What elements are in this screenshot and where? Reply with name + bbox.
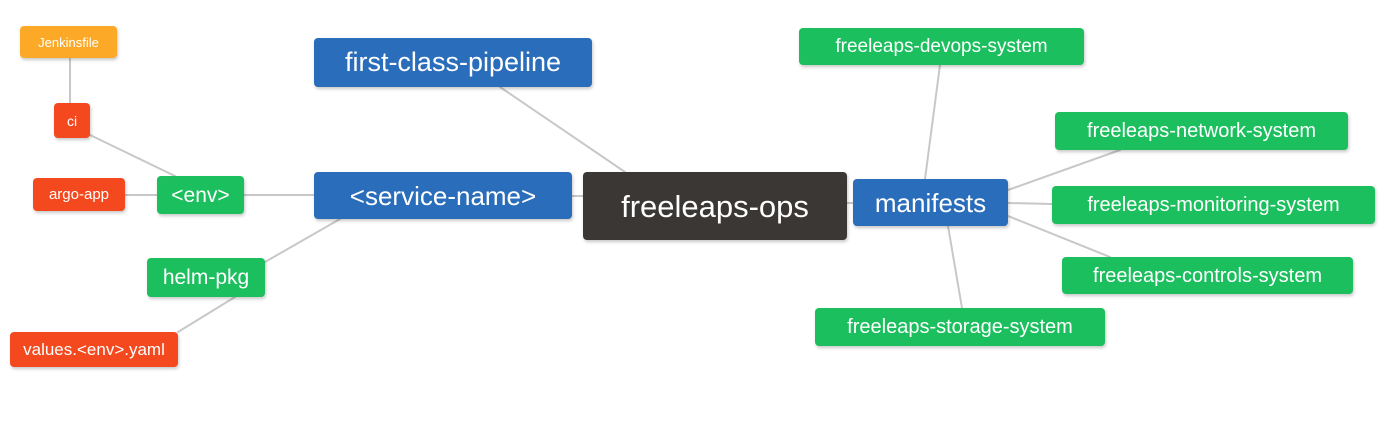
node-label-freeleaps-controls-system: freeleaps-controls-system: [1093, 264, 1322, 287]
node-label-values-yaml: values.<env>.yaml: [23, 340, 165, 359]
node-env[interactable]: <env>: [157, 176, 244, 214]
node-label-env: <env>: [171, 183, 230, 207]
node-label-freeleaps-devops-system: freeleaps-devops-system: [835, 36, 1048, 57]
edge-manifests-to-freeleaps-monitoring-system: [1007, 202, 1053, 205]
node-freeleaps-network-system[interactable]: freeleaps-network-system: [1055, 112, 1348, 150]
edge-manifests-to-freeleaps-network-system: [1007, 149, 1121, 191]
node-label-argo-app: argo-app: [48, 186, 110, 203]
node-label-manifests: manifests: [874, 187, 987, 218]
node-ci[interactable]: ci: [54, 103, 90, 138]
node-service-name[interactable]: <service-name>: [314, 172, 572, 219]
edge-manifests-to-freeleaps-storage-system: [947, 225, 963, 309]
edge-values-yaml-to-helm-pkg: [177, 296, 236, 333]
node-label-freeleaps-monitoring-system: freeleaps-monitoring-system: [1087, 194, 1340, 216]
node-label-service-name: <service-name>: [349, 180, 537, 211]
edge-manifests-to-freeleaps-devops-system: [924, 64, 941, 180]
node-freeleaps-storage-system[interactable]: freeleaps-storage-system: [815, 308, 1105, 346]
node-argo-app[interactable]: argo-app: [33, 178, 125, 211]
edge-first-class-pipeline-to-freeleaps-ops: [499, 86, 626, 173]
node-label-freeleaps-network-system: freeleaps-network-system: [1087, 120, 1316, 142]
node-manifests[interactable]: manifests: [853, 179, 1008, 226]
node-label-helm-pkg: helm-pkg: [162, 266, 250, 289]
edge-helm-pkg-to-service-name: [264, 218, 341, 263]
node-freeleaps-ops[interactable]: freeleaps-ops: [583, 172, 847, 240]
edge-ci-to-env: [87, 133, 176, 177]
node-label-jenkinsfile: Jenkinsfile: [38, 34, 99, 50]
node-label-freeleaps-ops: freeleaps-ops: [621, 188, 809, 224]
node-label-freeleaps-storage-system: freeleaps-storage-system: [847, 316, 1073, 338]
node-freeleaps-monitoring-system[interactable]: freeleaps-monitoring-system: [1052, 186, 1375, 224]
node-helm-pkg[interactable]: helm-pkg: [147, 258, 265, 297]
node-values-yaml[interactable]: values.<env>.yaml: [10, 332, 178, 367]
node-freeleaps-controls-system[interactable]: freeleaps-controls-system: [1062, 257, 1353, 294]
node-first-class-pipeline[interactable]: first-class-pipeline: [314, 38, 592, 87]
node-jenkinsfile[interactable]: Jenkinsfile: [20, 26, 117, 58]
node-freeleaps-devops-system[interactable]: freeleaps-devops-system: [799, 28, 1084, 65]
node-label-first-class-pipeline: first-class-pipeline: [344, 47, 562, 77]
node-label-ci: ci: [66, 112, 78, 129]
